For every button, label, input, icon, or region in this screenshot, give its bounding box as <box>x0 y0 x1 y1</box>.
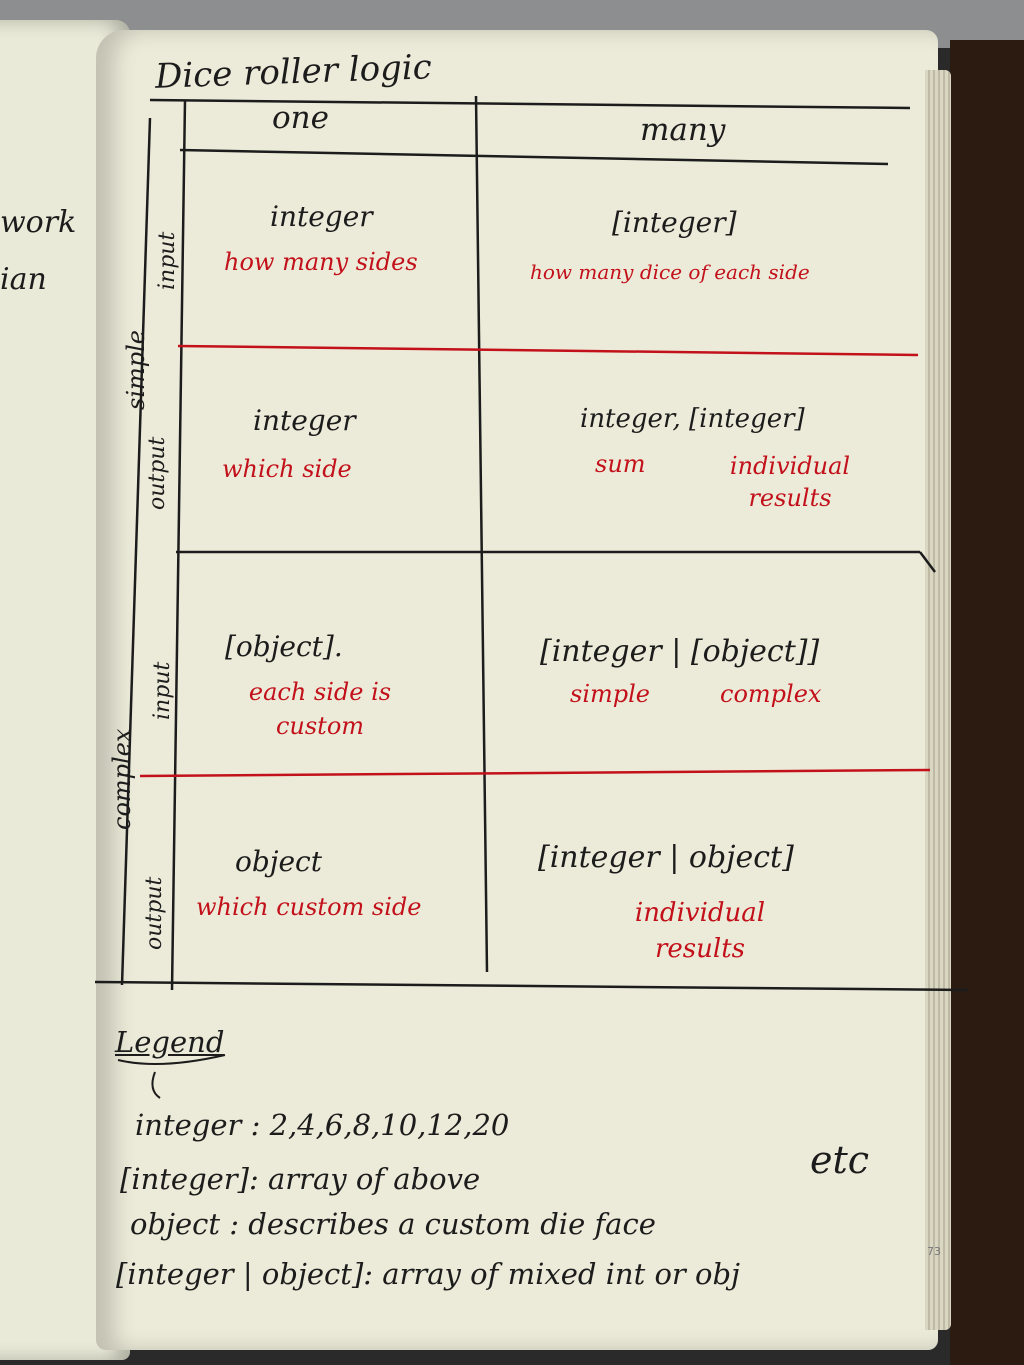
column-header-many: many <box>640 112 726 148</box>
complex-input-many-note-simple: simple <box>570 680 650 708</box>
simple-input-one-note: how many sides <box>224 248 418 276</box>
legend-line-integer-array: [integer]: array of above <box>120 1162 481 1196</box>
legend-line-integer: integer : 2,4,6,8,10,12,20 <box>135 1108 510 1142</box>
left-page-fragment-1: work <box>0 205 77 240</box>
row-label-complex-input: input <box>150 661 175 720</box>
complex-input-many-note-complex: complex <box>720 680 822 708</box>
complex-input-one-main: [object]. <box>225 630 343 663</box>
row-label-simple-output: output <box>145 436 170 510</box>
simple-output-one-note: which side <box>222 455 352 483</box>
page-stack-edge <box>925 70 951 1330</box>
legend-etc: etc <box>810 1138 870 1182</box>
complex-output-many-note: individual results <box>634 898 766 964</box>
desk-background-right <box>950 40 1024 1365</box>
complex-output-one-note: which custom side <box>196 893 422 921</box>
legend-heading: Legend <box>115 1025 225 1059</box>
legend-line-object: object : describes a custom die face <box>130 1207 656 1241</box>
simple-input-one-main: integer <box>270 200 373 233</box>
simple-output-one-main: integer <box>253 404 356 437</box>
complex-input-many-main: [integer | [object]] <box>540 634 820 669</box>
legend-line-mixed-array: [integer | object]: array of mixed int o… <box>116 1257 741 1291</box>
row-label-complex-output: output <box>142 876 167 950</box>
simple-output-many-main: integer, [integer] <box>580 404 805 434</box>
complex-output-many-main: [integer | object] <box>538 840 794 875</box>
row-group-label-simple: simple <box>122 330 150 410</box>
page-number: 73 <box>927 1245 941 1258</box>
simple-input-many-note: how many dice of each side <box>530 260 810 284</box>
column-header-one: one <box>272 100 329 136</box>
right-notebook-page <box>96 30 938 1350</box>
complex-input-one-note: each side is custom <box>248 678 392 740</box>
row-label-simple-input: input <box>155 231 180 290</box>
left-page-fragment-2: ian <box>0 262 47 297</box>
row-group-label-complex: complex <box>108 728 136 830</box>
simple-output-many-note-sum: sum <box>595 450 646 478</box>
simple-input-many-main: [integer] <box>612 206 737 239</box>
simple-output-many-note-results: individual results <box>729 452 851 512</box>
complex-output-one-main: object <box>235 845 322 878</box>
